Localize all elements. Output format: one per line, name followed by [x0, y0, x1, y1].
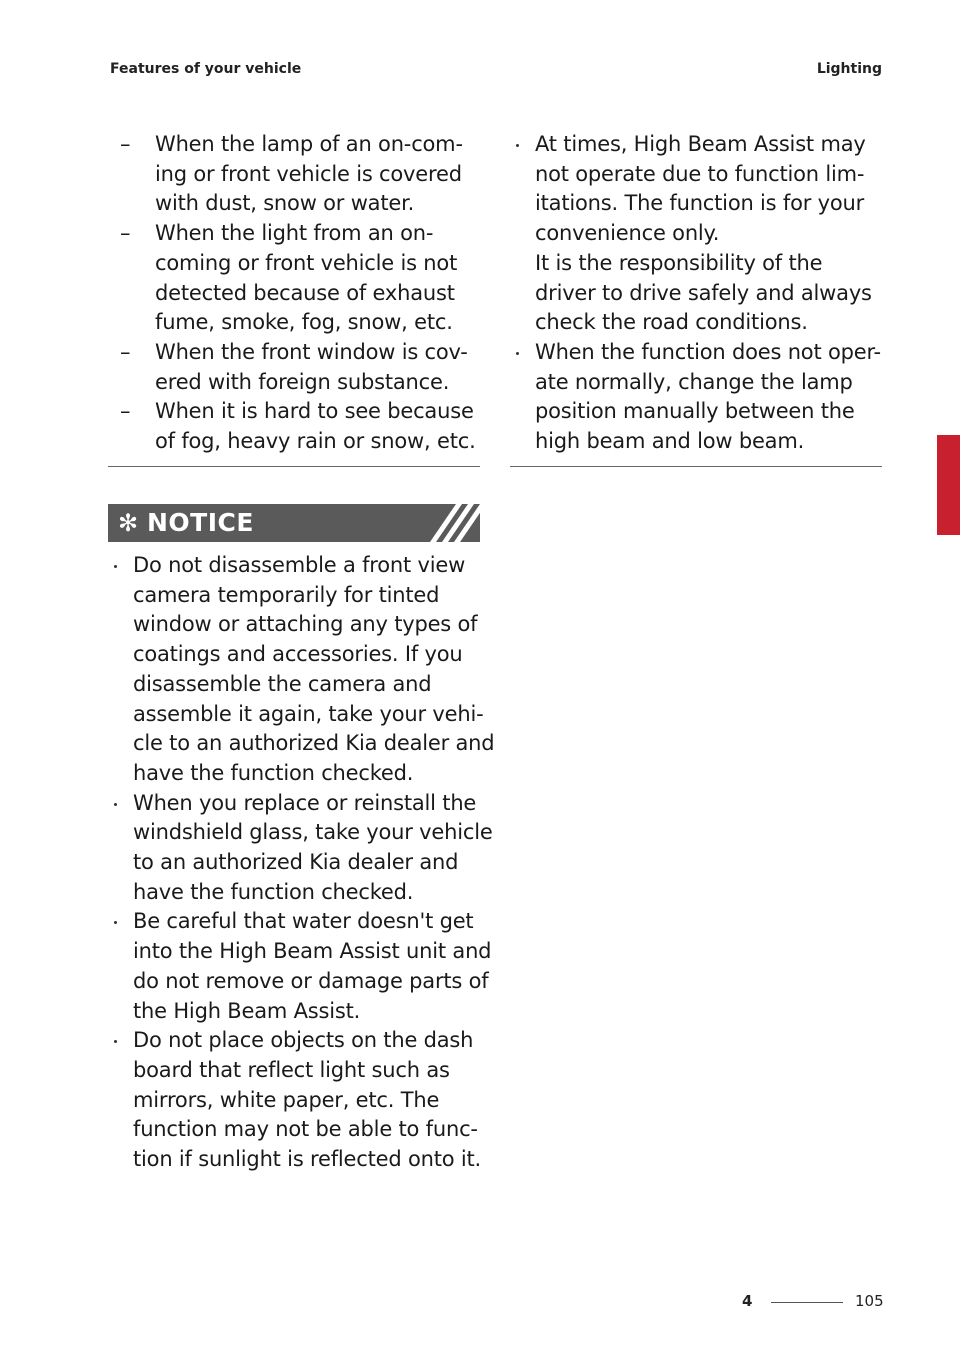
notice-list-item: Be careful that water doesn't get into t…: [114, 907, 505, 1026]
footer-divider: [771, 1302, 843, 1303]
sub-list-item: When the front window is cov- ered with …: [120, 338, 480, 397]
header-topic-title: Lighting: [816, 61, 882, 77]
chapter-side-tab-number: 4: [941, 512, 956, 536]
sub-list-item: When the light from an on- coming or fro…: [120, 219, 480, 338]
header-section-title: Features of your vehicle: [110, 61, 302, 77]
sub-list-item: When the lamp of an on-com- ing or front…: [120, 130, 480, 219]
right-column: At times, High Beam Assist may not opera…: [510, 130, 882, 457]
info-bullet-list: At times, High Beam Assist may not opera…: [510, 130, 882, 457]
info-item-note: It is the responsibility of the driver t…: [535, 250, 872, 335]
left-section-divider: [108, 466, 480, 467]
footer-page-number: 105: [855, 1292, 884, 1310]
notice-list-item: Do not place objects on the dash board t…: [114, 1026, 505, 1175]
condition-sub-list: When the lamp of an on-com- ing or front…: [108, 130, 480, 457]
notice-slashes-icon: [430, 504, 480, 542]
info-list-item: When the function does not oper- ate nor…: [516, 338, 882, 457]
info-item-text: At times, High Beam Assist may not opera…: [535, 132, 866, 246]
footer-chapter-number: 4: [742, 1292, 753, 1310]
right-section-divider: [510, 466, 882, 467]
sub-list-item: When it is hard to see because of fog, h…: [120, 397, 480, 456]
notice-list-item: Do not disassemble a front view camera t…: [114, 551, 505, 789]
notice-banner: ✻ NOTICE: [108, 504, 480, 542]
info-item-text: When the function does not oper- ate nor…: [535, 339, 881, 454]
info-list-item: At times, High Beam Assist may not opera…: [516, 130, 882, 338]
notice-asterisk-icon: ✻: [118, 509, 139, 537]
notice-list: Do not disassemble a front view camera t…: [108, 551, 505, 1175]
left-column: When the lamp of an on-com- ing or front…: [108, 130, 480, 457]
chapter-side-tab: [937, 435, 960, 535]
notice-list-item: When you replace or reinstall the windsh…: [114, 789, 505, 908]
notice-title: NOTICE: [147, 508, 254, 537]
